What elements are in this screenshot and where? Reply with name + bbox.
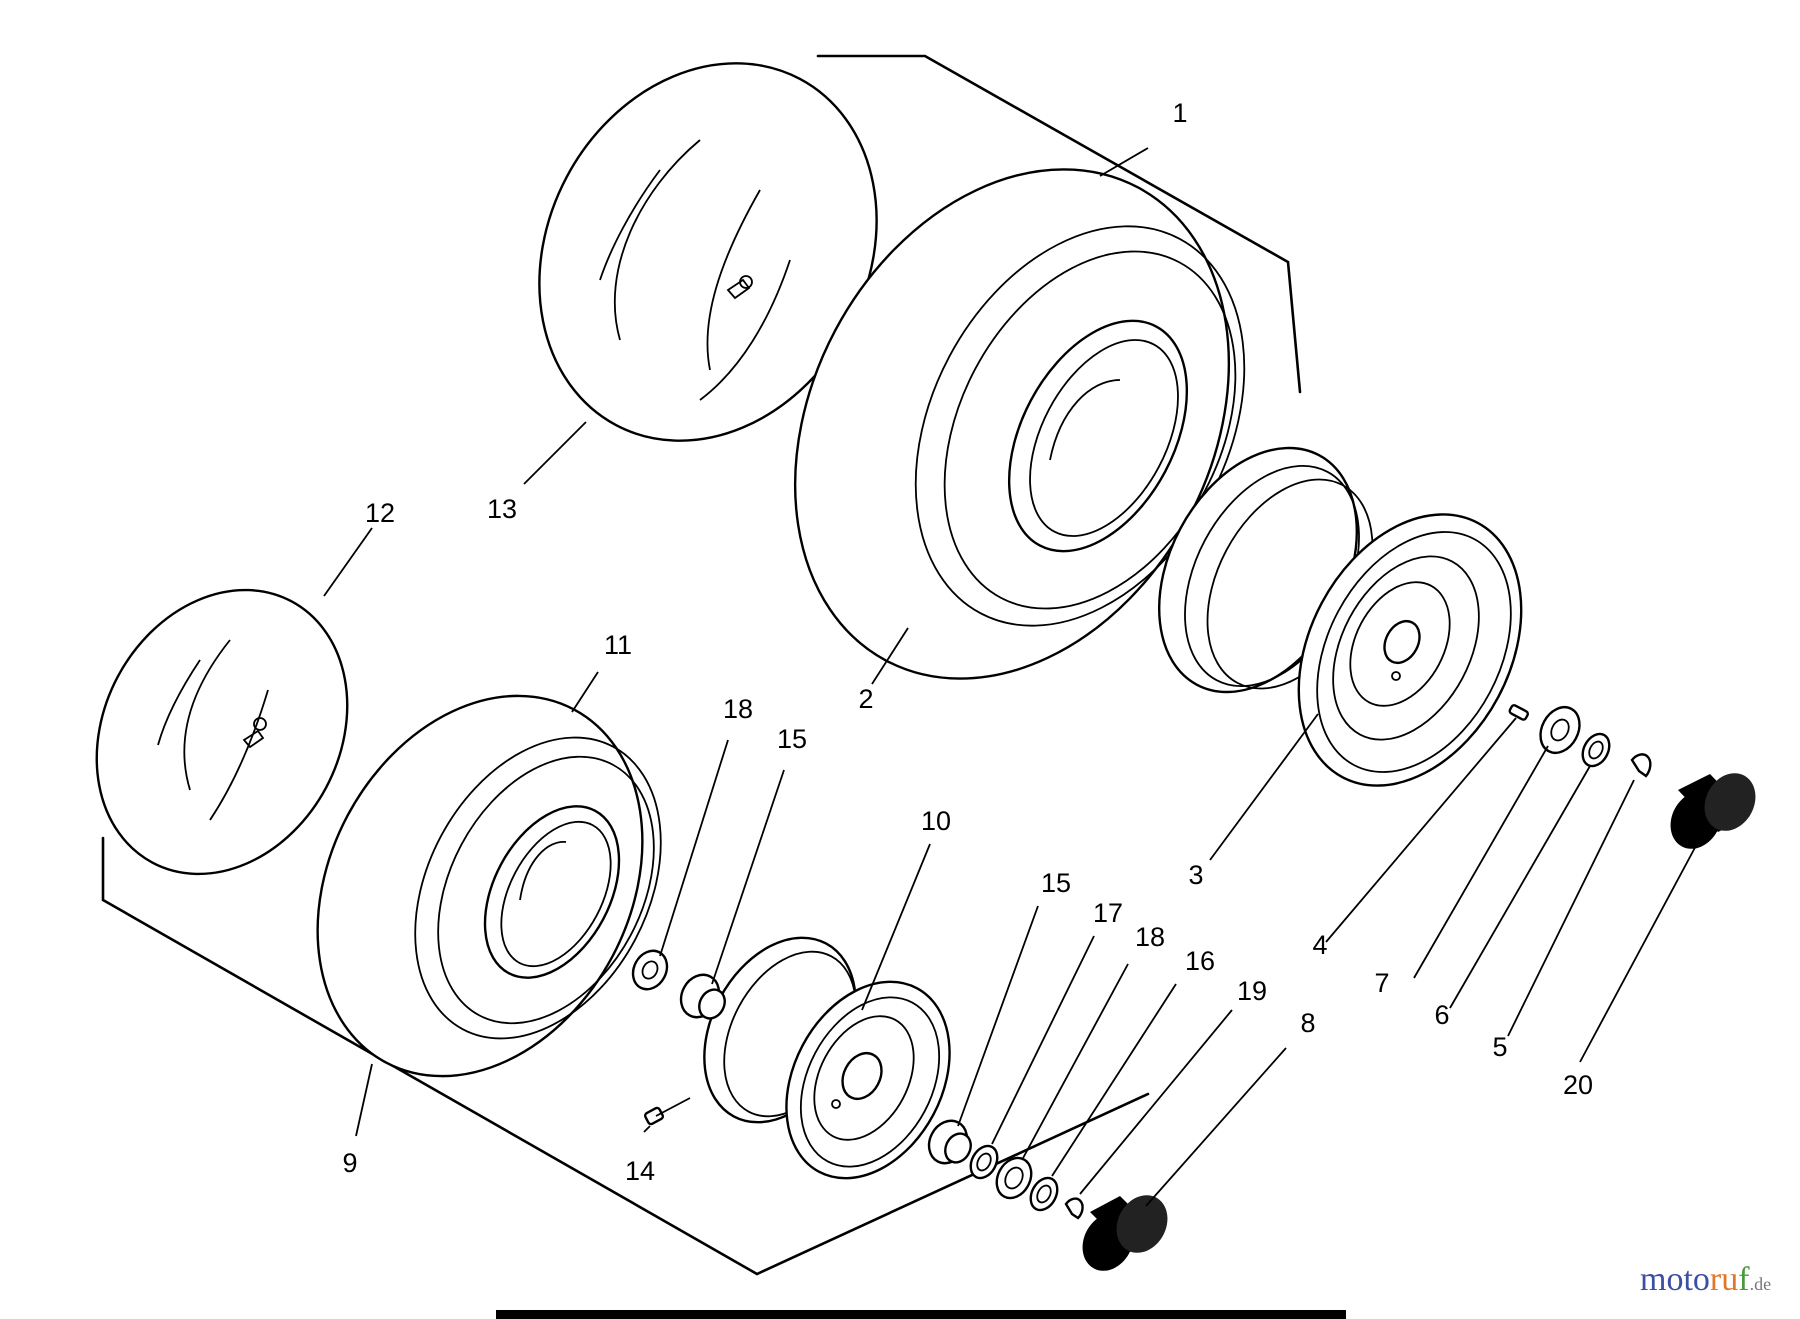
washer-18-right	[995, 1156, 1033, 1200]
callout-10: 10	[921, 806, 951, 836]
callout-2: 2	[858, 684, 873, 714]
callout-9: 9	[342, 1148, 357, 1178]
callout-15-left: 15	[777, 724, 807, 754]
watermark-part-1: moto	[1640, 1261, 1710, 1298]
rear-wheel-rim-3	[1157, 446, 1523, 787]
callout-8: 8	[1300, 1008, 1315, 1038]
washer-6	[1581, 732, 1611, 768]
callout-3: 3	[1188, 860, 1203, 890]
callout-11: 11	[604, 630, 632, 660]
grease-fitting-14	[643, 1106, 665, 1126]
callout-5: 5	[1492, 1032, 1507, 1062]
front-tire-11	[316, 694, 662, 1078]
washer-16	[1029, 1176, 1059, 1212]
washer-18-left	[631, 949, 669, 991]
front-wheel-rim-10	[703, 936, 951, 1180]
washer-7	[1539, 705, 1581, 755]
hub-cap-20	[1670, 773, 1756, 849]
callout-15-right: 15	[1041, 868, 1071, 898]
bracket-assembly-9	[101, 836, 1150, 1276]
inner-tube-12	[95, 588, 349, 876]
callout-19: 19	[1237, 976, 1267, 1006]
callout-17: 17	[1093, 898, 1123, 928]
svg-text:motoruf.de: motoruf.de	[1640, 1261, 1771, 1298]
retaining-clip-19	[1064, 1197, 1084, 1220]
callout-12: 12	[365, 498, 395, 528]
watermark-part-3: f	[1738, 1261, 1750, 1298]
callout-16: 16	[1185, 946, 1215, 976]
watermark-part-2: ru	[1710, 1261, 1738, 1298]
washer-17	[969, 1144, 999, 1180]
callout-18-left: 18	[723, 694, 753, 724]
callout-labels: 1 2 3 4 5 6 7 8 9 10 11 12 13 14 15 15 1…	[342, 98, 1593, 1186]
cropped-caption-strip	[496, 1310, 1346, 1319]
bearing-15-left	[679, 973, 726, 1020]
callout-1: 1	[1172, 98, 1187, 128]
bearing-15-right	[927, 1119, 972, 1165]
bracket-assembly-1	[816, 54, 1302, 394]
hub-cap-8	[1082, 1195, 1168, 1271]
callout-4: 4	[1312, 930, 1327, 960]
retaining-clip-5	[1630, 753, 1652, 778]
watermark-suffix: .de	[1750, 1274, 1772, 1294]
callout-20: 20	[1563, 1070, 1593, 1100]
leader-lines	[323, 147, 1699, 1207]
callout-7: 7	[1374, 968, 1389, 998]
callout-14: 14	[625, 1156, 655, 1186]
callout-18-right: 18	[1135, 922, 1165, 952]
key-4	[1508, 704, 1529, 721]
callout-6: 6	[1434, 1000, 1449, 1030]
callout-13: 13	[487, 494, 517, 524]
watermark-logo: motoruf.de	[1640, 1261, 1771, 1298]
